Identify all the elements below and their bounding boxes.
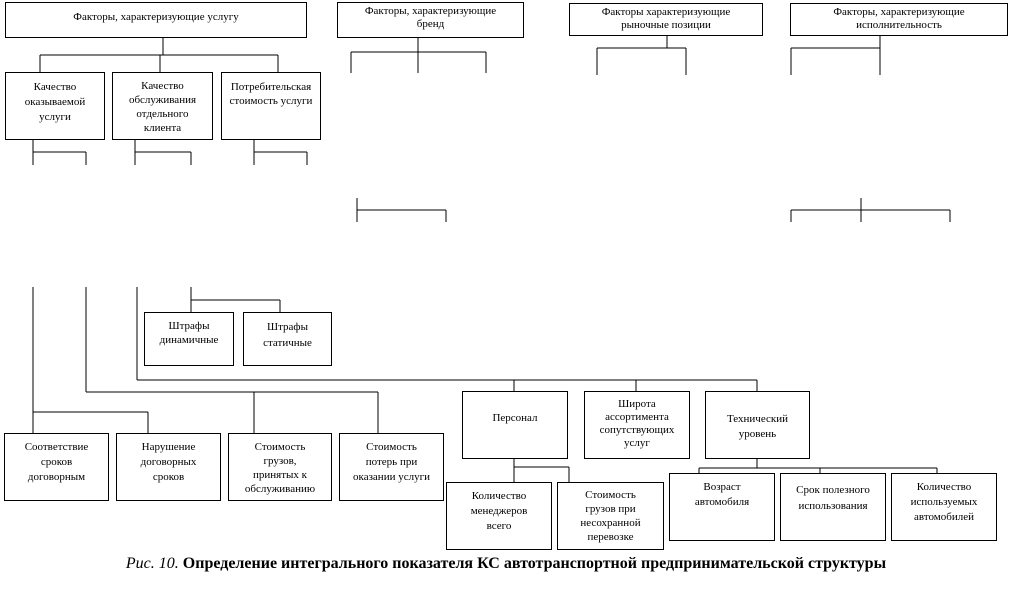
figure-title: Определение интегрального показателя КС … (178, 555, 887, 572)
node-assortment-breadth: Широта ассортимента сопутствующих услуг (584, 391, 690, 459)
node-factors-service: Факторы, характеризующие услугу (5, 2, 307, 38)
node-factors-performer: Факторы, характеризующие исполнительност… (790, 3, 1008, 36)
node-vehicle-age: Возраст автомобиля (669, 473, 775, 541)
node-contract-violation: Нарушение договорных сроков (116, 433, 221, 501)
node-managers-total: Количество менеджеров всего (446, 482, 552, 550)
node-fines-dynamic: Штрафы динамичные (144, 312, 234, 366)
node-vehicles-count: Количество используемых автомобилей (891, 473, 997, 541)
node-useful-life: Срок полезного использования (780, 473, 886, 541)
node-cargo-value-unsafe: Стоимость грузов при несохранной перевоз… (557, 482, 664, 550)
node-technical-level: Технический уровень (705, 391, 810, 459)
node-loss-cost: Стоимость потерь при оказании услуги (339, 433, 444, 501)
figure-caption: Рис. 10. Определение интегрального показ… (0, 554, 1012, 574)
node-quality-client: Качество обслуживания отдельного клиента (112, 72, 213, 140)
node-factors-brand: Факторы, характеризующие бренд (337, 2, 524, 38)
node-cargo-value-accepted: Стоимость грузов, принятых к обслуживани… (228, 433, 332, 501)
node-factors-market: Факторы характеризующие рыночные позиции (569, 3, 763, 36)
figure-number: Рис. 10. (125, 555, 179, 572)
node-personnel: Персонал (462, 391, 568, 459)
node-quality-service: Качество оказываемой услуги (5, 72, 105, 140)
node-fines-static: Штрафы статичные (243, 312, 332, 366)
node-consumer-cost: Потребительская стоимость услуги (221, 72, 321, 140)
node-deadline-compliance: Соответствие сроков договорным (4, 433, 109, 501)
